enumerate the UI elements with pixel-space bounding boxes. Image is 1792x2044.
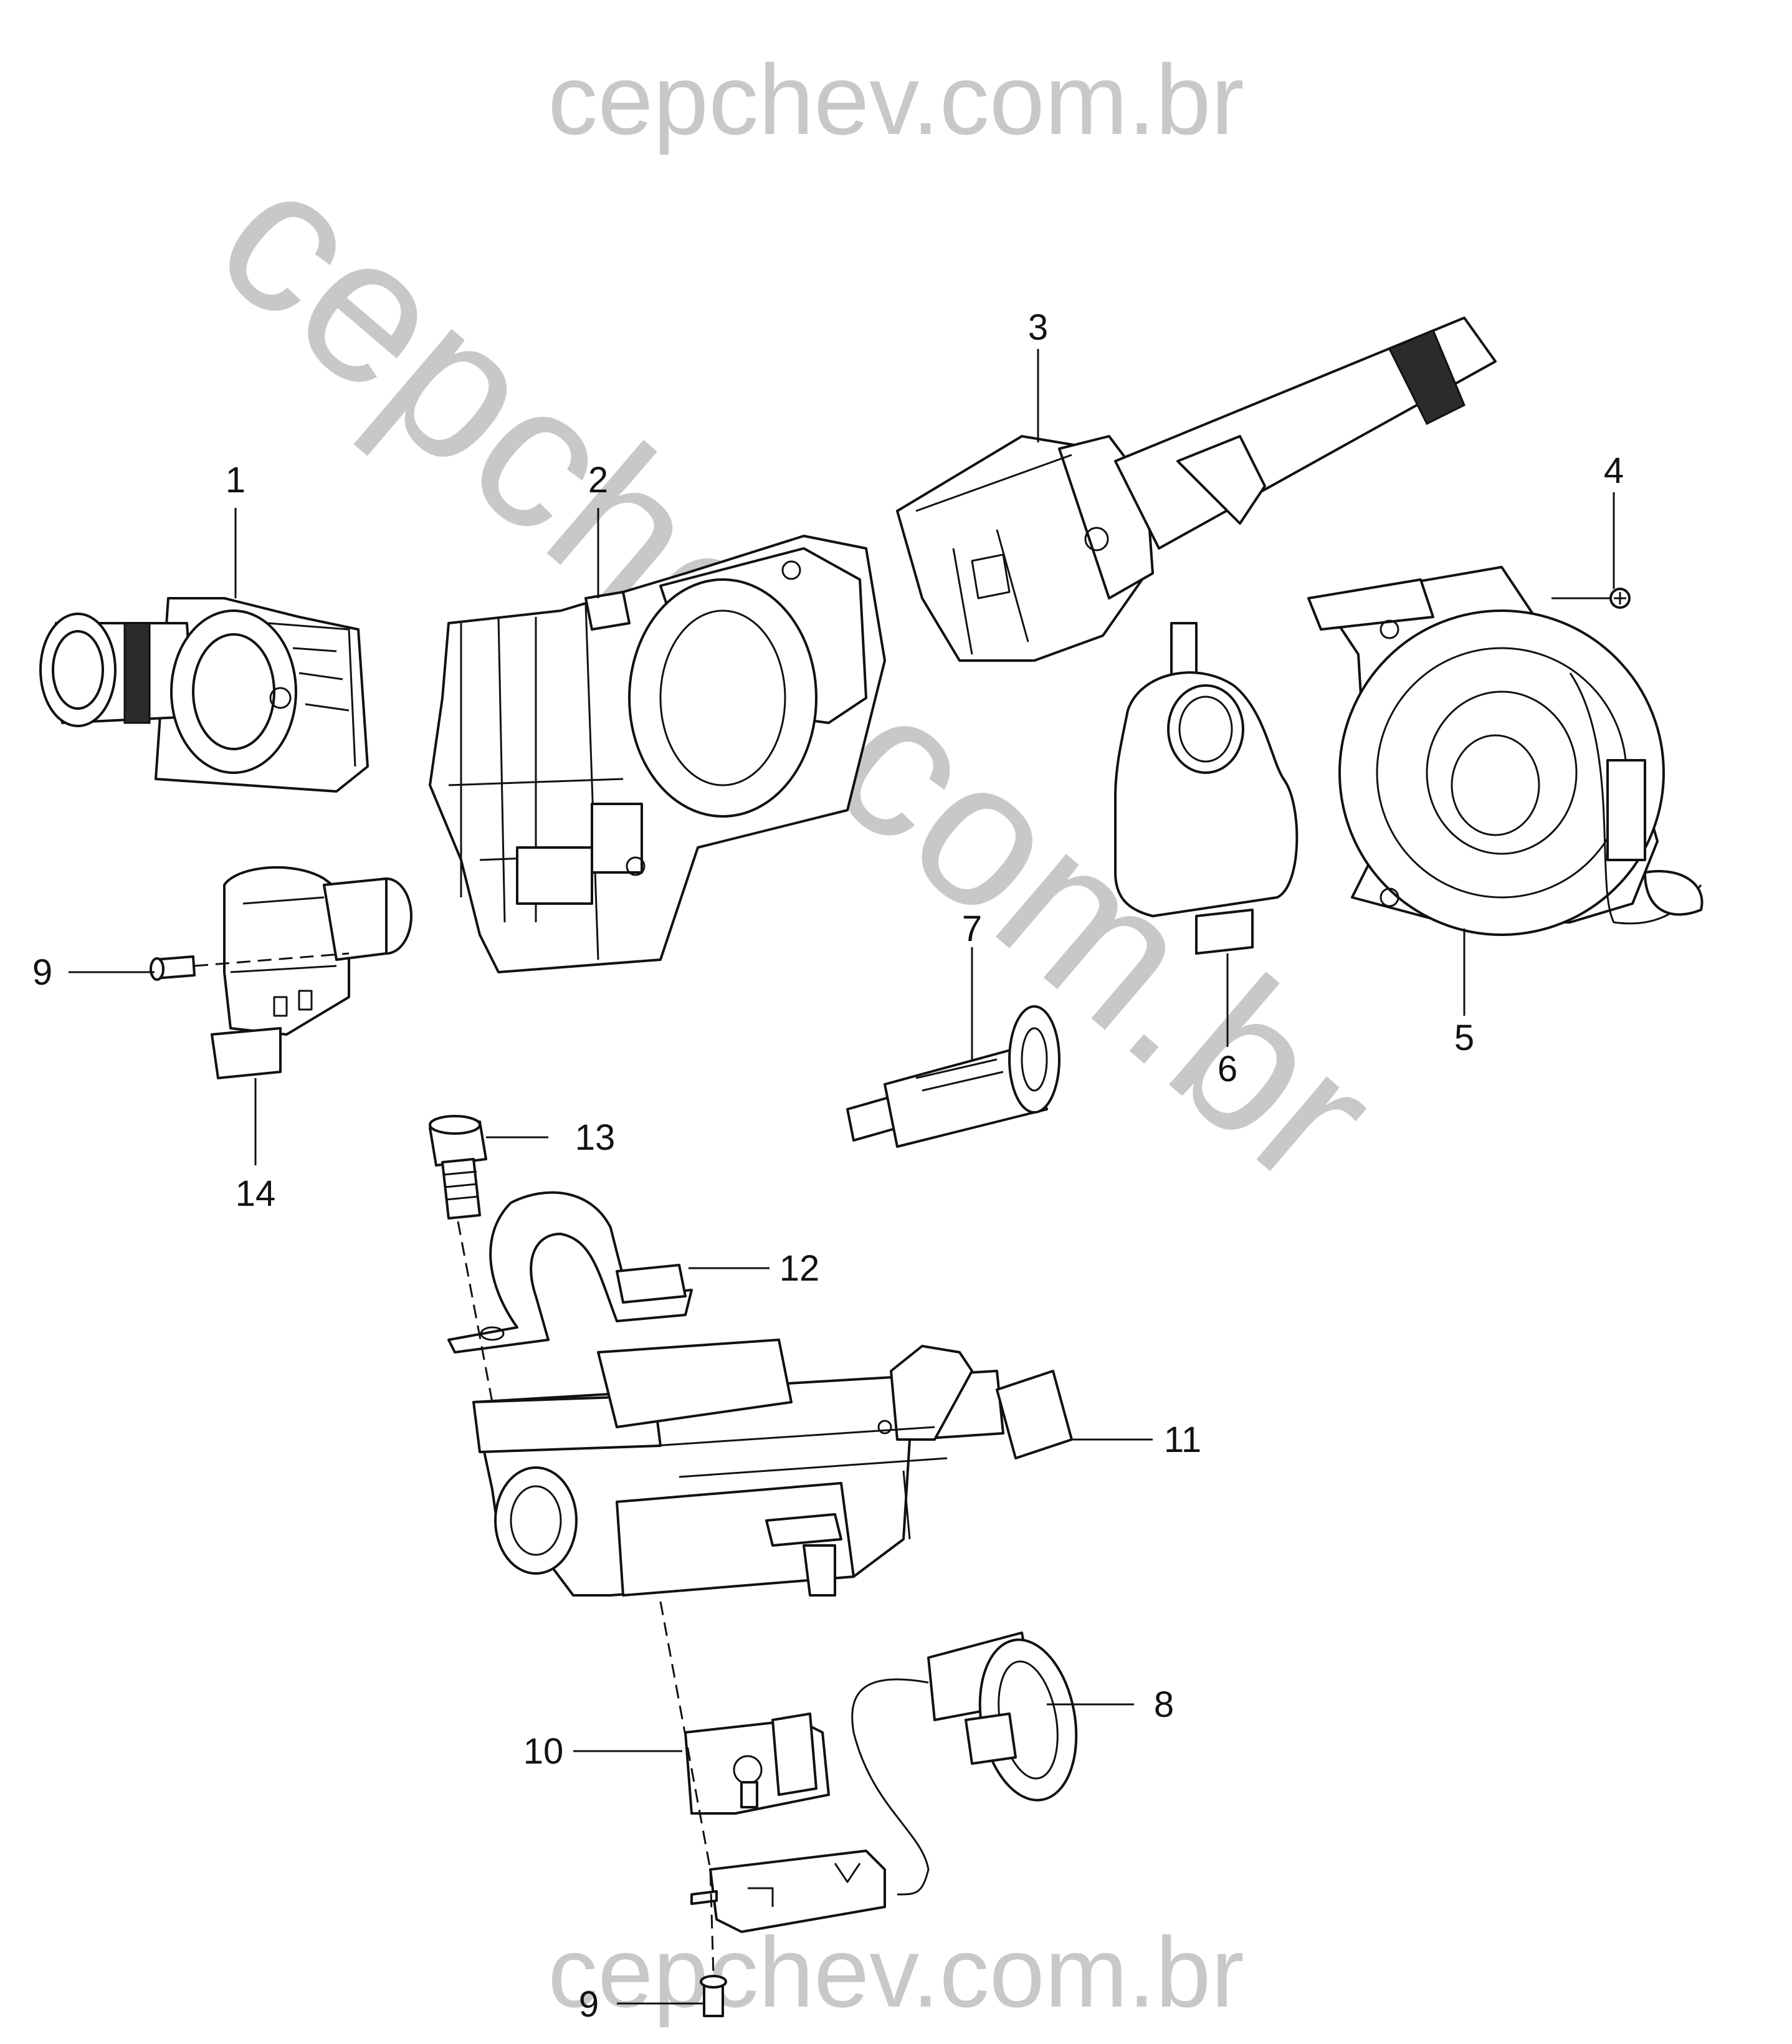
assembly-line-9-upper	[194, 952, 350, 967]
callout-10: 10	[523, 1731, 564, 1772]
part-13-bolt	[429, 1115, 487, 1220]
callout-12: 12	[779, 1248, 820, 1289]
part-9-screw-lower	[700, 1975, 727, 2017]
part-7-lock-cylinder	[846, 1005, 1060, 1148]
part-1-turn-signal-switch	[39, 597, 369, 793]
callout-7: 7	[962, 909, 982, 949]
part-11-lock-housing	[472, 1339, 1073, 1597]
callout-5: 5	[1454, 1018, 1474, 1058]
part-9-screw-upper	[150, 955, 196, 981]
part-6-angle-sensor	[1114, 622, 1299, 955]
callout-3: 3	[1028, 307, 1048, 348]
watermark-top: cepchev.com.br	[548, 44, 1244, 155]
part-2-switch-housing	[429, 535, 886, 973]
callout-11: 11	[1164, 1420, 1201, 1460]
part-4-screw	[1551, 588, 1631, 609]
callout-4: 4	[1604, 451, 1624, 491]
callout-6: 6	[1218, 1049, 1237, 1089]
watermark-bottom: cepchev.com.br	[548, 1916, 1244, 2028]
assembly-line-13	[457, 1221, 493, 1403]
callout-2: 2	[588, 460, 608, 500]
part-10-ignition-switch	[684, 1712, 830, 1815]
callout-9-lower: 9	[579, 1984, 599, 2025]
callout-13: 13	[575, 1117, 616, 1158]
part-5-clock-spring	[1307, 566, 1704, 936]
callout-9-upper: 9	[32, 952, 52, 993]
callout-1: 1	[226, 460, 245, 500]
part-14-switch	[211, 866, 412, 1079]
callout-8: 8	[1154, 1684, 1174, 1725]
part-8-immobilizer-coil	[851, 1631, 1078, 1896]
part-3-wiper-switch	[896, 317, 1497, 662]
leader-lines	[69, 349, 1615, 2005]
callout-14: 14	[236, 1173, 276, 1214]
assembly-line-10	[659, 1601, 715, 1976]
part-12-bracket	[447, 1191, 693, 1354]
